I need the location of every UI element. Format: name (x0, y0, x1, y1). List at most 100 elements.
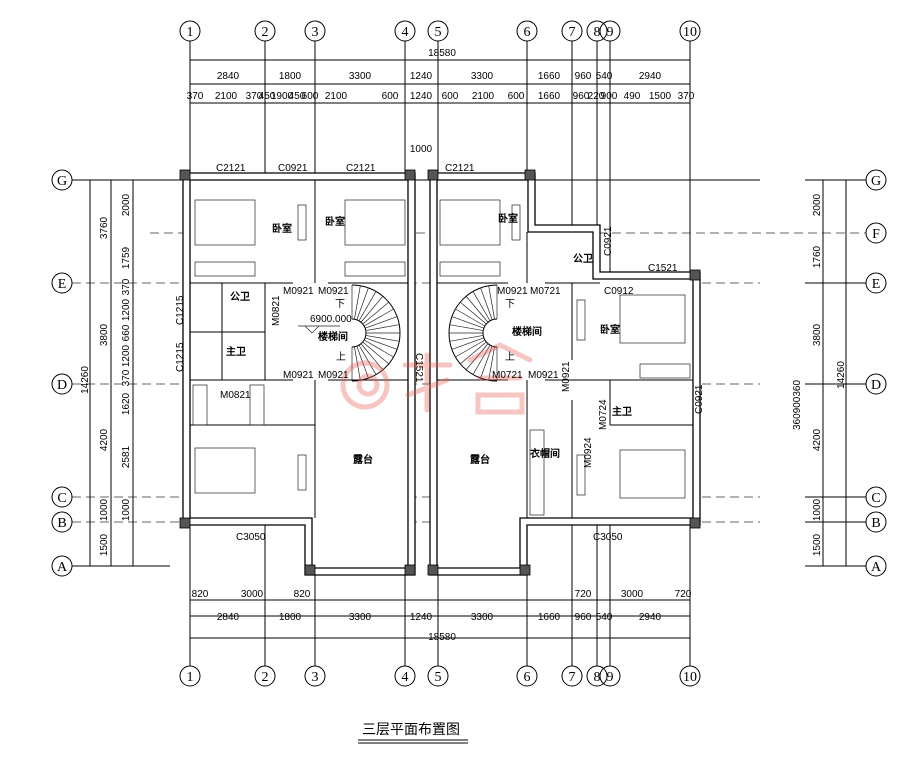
axis-label: G (871, 174, 881, 189)
wardrobe-icon (249, 384, 265, 426)
stair-step (449, 335, 484, 342)
dim-segment: 1240 (410, 612, 433, 623)
stair-step (354, 346, 361, 381)
axis-label: E (58, 277, 67, 292)
dim-fine: 600 (508, 91, 525, 102)
opening-code: C0921 (603, 226, 614, 256)
dim-segment: 2940 (639, 71, 662, 82)
stair-step (362, 301, 389, 325)
bed-icon (439, 199, 501, 246)
wardrobe-icon (439, 261, 501, 277)
opening-code: M0921 (497, 286, 528, 297)
dim-segment: 2840 (217, 71, 240, 82)
dim-fine: 370 (246, 91, 263, 102)
stair-step (365, 335, 400, 342)
stair-direction: 上 (336, 351, 346, 363)
stair-step (455, 339, 486, 358)
bed-icon (194, 199, 256, 246)
stair-step (356, 287, 369, 320)
dim-segment: 4200 (812, 428, 823, 451)
dim-total: 18580 (428, 632, 456, 643)
dim-fine: 490 (624, 91, 641, 102)
axis-bubble (179, 665, 201, 687)
axis-bubble (865, 169, 887, 191)
columns (179, 169, 701, 576)
dim-fine: 360900360 (792, 380, 803, 430)
room-label: 公卫 (573, 253, 593, 265)
stair-step (358, 344, 377, 375)
axis-bubble (394, 20, 416, 42)
dim-segment: 2000 (812, 193, 823, 216)
axis-bubble (865, 486, 887, 508)
dim-fine: 1200 (121, 298, 132, 321)
opening-code: C0921 (694, 384, 705, 414)
axis-label: 2 (262, 670, 269, 685)
dim-fine: 3000 (621, 589, 644, 600)
dim-segment: 1240 (410, 71, 433, 82)
spiral-stairs (351, 284, 498, 382)
room-label: 卧室 (498, 212, 518, 225)
stair-step (480, 346, 493, 379)
dim-segment: 1500 (812, 533, 823, 556)
stair-step (354, 285, 361, 320)
stair-step (358, 291, 377, 322)
stair-step (460, 301, 487, 325)
axis-label: 8 (594, 25, 601, 40)
opening-code: M0921 (561, 361, 572, 392)
dim-segment: 540 (596, 612, 613, 623)
axis-label: D (871, 378, 881, 393)
axis-bubble (516, 20, 538, 42)
stair-step (455, 308, 486, 327)
dim-fine: 660 (121, 324, 132, 341)
dim-total: 14260 (836, 361, 847, 389)
opening-code: C1521 (413, 353, 424, 383)
axis-bubble (865, 373, 887, 395)
dim-segment: 3760 (99, 216, 110, 239)
stair-step (365, 337, 398, 350)
opening-code: M0721 (492, 370, 523, 381)
stair-step (460, 341, 487, 365)
stair-step (480, 287, 493, 320)
dim-segment: 1800 (279, 612, 302, 623)
dim-total: 14260 (80, 366, 91, 394)
axis-bubble (586, 665, 608, 687)
axis-bubble (679, 20, 701, 42)
stair-direction: 下 (335, 299, 345, 310)
dim-fine: 600 (382, 91, 399, 102)
opening-code: C0912 (604, 286, 634, 297)
dim-segment: 4200 (99, 428, 110, 451)
stair-step (360, 296, 384, 323)
stair-step (360, 343, 384, 370)
stair-step (451, 316, 484, 329)
tv-icon (511, 204, 521, 241)
wardrobe-icon (344, 261, 406, 277)
opening-code: M0821 (220, 390, 251, 401)
opening-code: M0721 (530, 286, 561, 297)
axis-bubble (304, 20, 326, 42)
axis-bubble (599, 20, 621, 42)
stair-step (472, 291, 491, 322)
axis-bubble (561, 20, 583, 42)
axis-bubble (51, 169, 73, 191)
axis-bubble (179, 20, 201, 42)
axis-bubble (586, 20, 608, 42)
drawing-title: 三层平面布置图 (362, 722, 460, 738)
dim-segment: 1660 (538, 71, 561, 82)
elevation-symbol (298, 325, 340, 334)
room-label: 露台 (470, 453, 490, 466)
opening-code: C3050 (593, 532, 623, 543)
dim-segment: 1500 (99, 533, 110, 556)
axis-label: B (871, 516, 880, 531)
dim-fine: 370 (121, 369, 132, 386)
dim-fine: 720 (575, 589, 592, 600)
dim-fine: 2581 (121, 445, 132, 468)
axis-bubble (561, 665, 583, 687)
furniture (192, 199, 691, 516)
dim-fine: 450 (259, 91, 276, 102)
axis-bubble (51, 373, 73, 395)
axis-label: C (57, 491, 66, 506)
axis-label: 9 (607, 25, 614, 40)
dim-fine: 1660 (538, 91, 561, 102)
